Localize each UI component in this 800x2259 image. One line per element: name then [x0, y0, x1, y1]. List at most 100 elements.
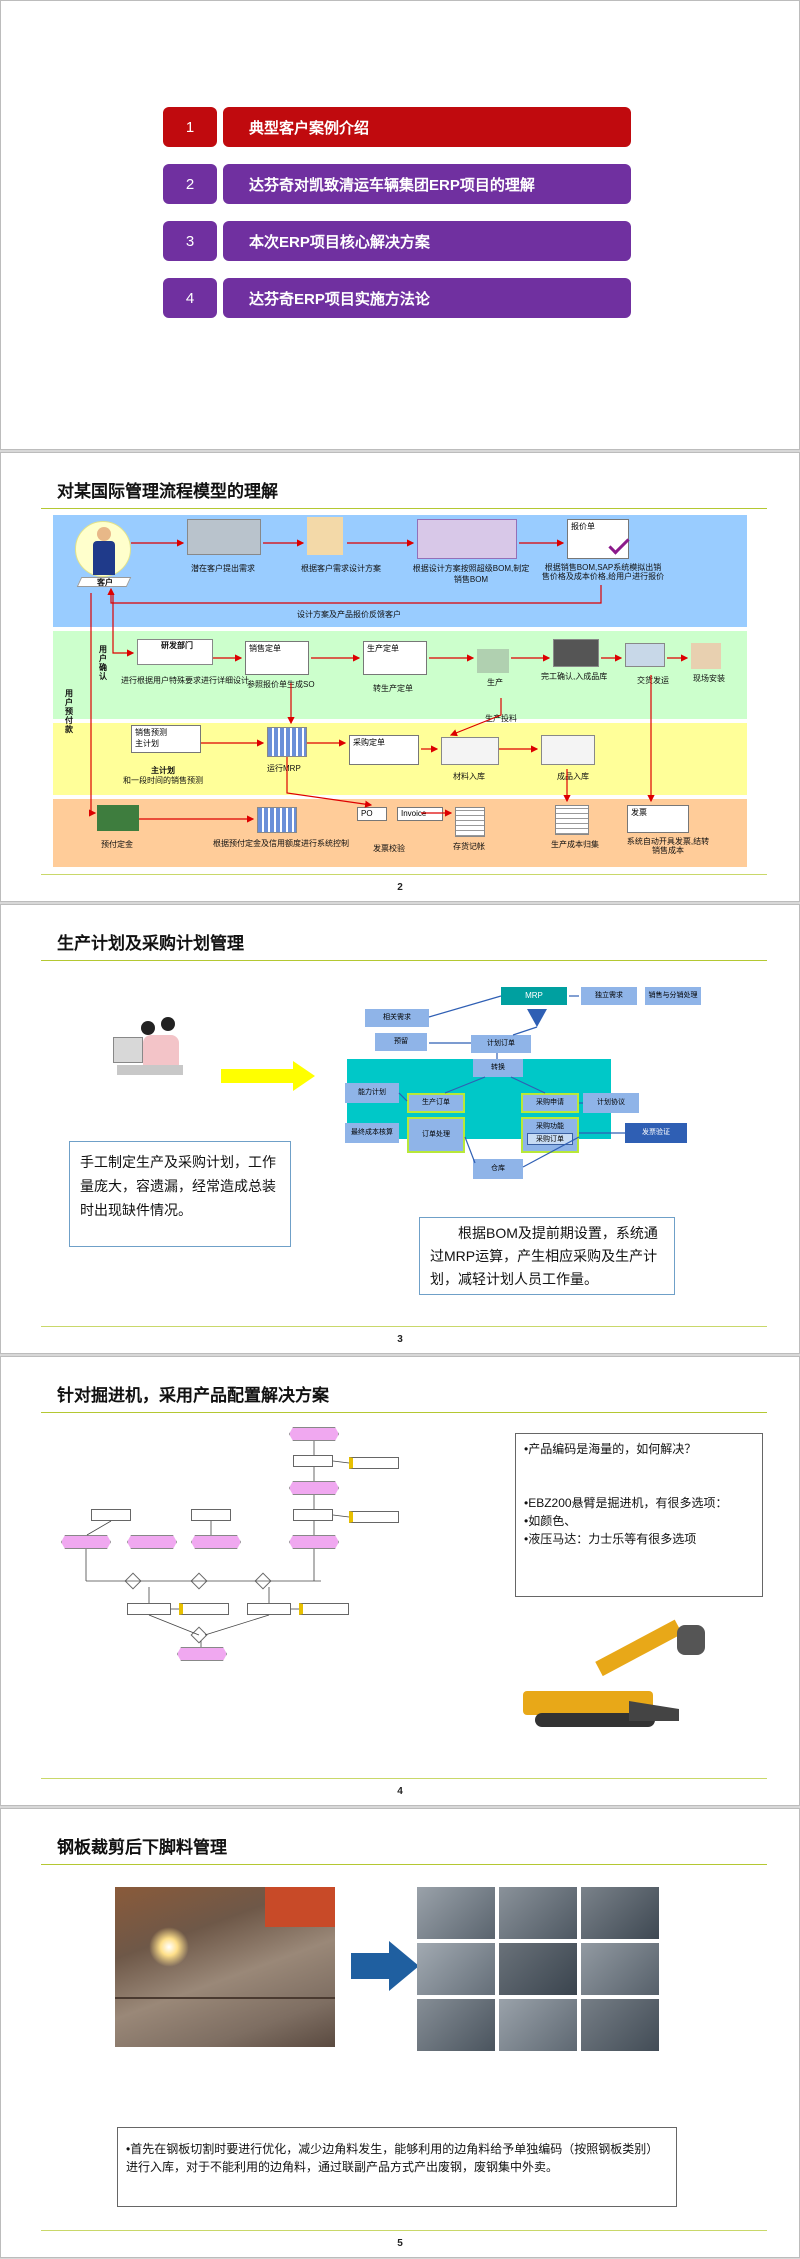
scrap-photo — [417, 1999, 495, 2051]
rd-doc — [137, 639, 213, 665]
ship-label: 交货发运 — [637, 676, 669, 685]
func-node-2 — [293, 1509, 333, 1521]
credit-label: 根据预付定金及信用额度进行系统控制 — [213, 839, 349, 848]
monitor-icon — [113, 1037, 143, 1063]
truck-icon — [625, 643, 665, 667]
prod-order-box: 生产订单 — [407, 1093, 465, 1113]
title-divider — [41, 508, 767, 509]
footer-divider — [41, 874, 767, 875]
agenda-num-1[interactable]: 1 — [163, 107, 217, 147]
po-order-doc: 采购定单 — [349, 735, 419, 765]
po-func-label: 采购功能 — [536, 1123, 564, 1130]
bullet-2: •EBZ200悬臂是掘进机，有很多选项： — [524, 1496, 728, 1510]
invoice-box: 发票验证 — [625, 1123, 687, 1143]
footer-divider — [41, 1778, 767, 1779]
scrap-photo-grid — [417, 1887, 661, 2057]
order-proc-box: 订单处理 — [407, 1117, 465, 1153]
production-label: 生产 — [487, 678, 503, 687]
cutting-photo — [115, 1887, 335, 2047]
slide-title: 钢板裁剪后下脚料管理 — [57, 1838, 227, 1857]
agenda-item-1[interactable]: 典型客户案例介绍 — [223, 107, 631, 147]
page-number: 4 — [397, 1786, 403, 1797]
event-node-4 — [61, 1535, 111, 1549]
plan-agree-box: 计划协议 — [583, 1093, 639, 1113]
lane-sales — [53, 515, 747, 627]
design-label: 根据客户需求设计方案 — [301, 564, 381, 573]
warehouse-icon — [441, 737, 499, 765]
event-node-2 — [289, 1481, 339, 1495]
slide-scrap: 钢板裁剪后下脚料管理 •首先在钢板切割时要进行优化，减少边角料发生，能够利用的边… — [0, 1808, 800, 2258]
slide-configuration: 针对掘进机，采用产品配置解决方案 — [0, 1356, 800, 1806]
po-box: 采购功能 采购订单 — [521, 1117, 579, 1153]
blue-arrow-shaft — [351, 1953, 391, 1979]
slide-mrp: 生产计划及采购计划管理 MRP 独立需求 销售与分销处理 相关需求 预留 计划订… — [0, 904, 800, 1354]
prepay-money-label: 预付定金 — [101, 840, 133, 849]
bullet-1: •产品编码是海量的，如何解决？ — [524, 1442, 697, 1456]
capacity-box: 能力计划 — [345, 1083, 399, 1103]
bullet-4: •液压马达：力士乐等有很多选项 — [524, 1532, 697, 1546]
prod-order-doc: 生产定单 — [363, 641, 427, 675]
agenda-item-4[interactable]: 达芬奇ERP项目实施方法论 — [223, 278, 631, 318]
forecast-box: 预留 — [375, 1033, 427, 1051]
po-order-label: 采购订单 — [527, 1133, 573, 1145]
customer-body-icon — [93, 541, 115, 575]
page-number: 2 — [397, 882, 403, 893]
cost-box: 最终成本核算 — [345, 1123, 399, 1143]
flow-arrows — [89, 539, 689, 823]
yellow-arrow-shaft — [221, 1069, 295, 1083]
related-box: 相关需求 — [365, 1009, 429, 1027]
scrap-photo — [581, 1887, 659, 1939]
ledger-icon — [455, 807, 485, 837]
sales-box: 销售与分销处理 — [645, 987, 701, 1005]
person-icon — [141, 1021, 155, 1035]
money-icon — [97, 805, 139, 831]
agenda-num-4[interactable]: 4 — [163, 278, 217, 318]
slide-title: 对某国际管理流程模型的理解 — [57, 482, 278, 501]
people-body-icon — [143, 1035, 179, 1065]
slide-title: 针对掘进机，采用产品配置解决方案 — [57, 1386, 329, 1405]
inv-book-label: 存货记帐 — [453, 842, 485, 851]
mrp-box: MRP — [501, 987, 567, 1005]
stock-box: 仓库 — [473, 1159, 523, 1179]
meeting-photo-icon — [187, 519, 261, 555]
quote-doc: 报价单 — [567, 519, 629, 559]
rd-label: 研发部门 — [161, 641, 193, 650]
fg-warehouse-icon — [541, 735, 595, 765]
event-node-3 — [289, 1535, 339, 1549]
spacer — [524, 1458, 754, 1494]
agenda-num-3[interactable]: 3 — [163, 221, 217, 261]
scrap-photo — [499, 1999, 577, 2051]
designer-icon — [307, 517, 343, 555]
func-node-3 — [91, 1509, 131, 1521]
agenda-num-2[interactable]: 2 — [163, 164, 217, 204]
auto-label: 系统自动开具发票,结转销售成本 — [626, 837, 710, 855]
page-number: 3 — [397, 1334, 403, 1345]
func-node-4 — [191, 1509, 231, 1521]
event-node-6 — [191, 1535, 241, 1549]
config-flow-diagram — [61, 1425, 421, 1661]
purchase-req-box: 采购申请 — [521, 1093, 579, 1113]
spark-icon — [149, 1927, 189, 1967]
slide-agenda: 1 典型客户案例介绍 2 达芬奇对凯致清运车辆集团ERP项目的理解 3 本次ER… — [0, 0, 800, 450]
confirm-label: 用户确认 — [99, 645, 107, 681]
scrap-photo — [417, 1887, 495, 1939]
mrp-label: 运行MRP — [267, 764, 301, 773]
mps-label: 主计划 — [135, 739, 159, 748]
plate-edge — [115, 1997, 335, 1999]
design-quote-label: 设计方案及产品报价反馈客户 — [297, 610, 401, 619]
potential-label: 潜在客户提出需求 — [191, 564, 255, 573]
desk-icon — [117, 1065, 183, 1075]
scrap-text: •首先在钢板切割时要进行优化，减少边角料发生，能够利用的边角料给予单独编码（按照… — [117, 2127, 677, 2207]
footer-divider — [41, 2230, 767, 2231]
customer-label: 客户 — [97, 578, 113, 587]
person-icon-2 — [161, 1017, 175, 1031]
agenda-item-2[interactable]: 达芬奇对凯致清运车辆集团ERP项目的理解 — [223, 164, 631, 204]
issue-label: 生产投料 — [485, 714, 517, 723]
event-node-7 — [177, 1647, 227, 1661]
title-divider — [41, 1412, 767, 1413]
func-node-6 — [247, 1603, 291, 1615]
footer-divider — [41, 1326, 767, 1327]
scrap-photo — [581, 1999, 659, 2051]
agenda-item-3[interactable]: 本次ERP项目核心解决方案 — [223, 221, 631, 261]
mat-in-label: 材料入库 — [453, 772, 485, 781]
